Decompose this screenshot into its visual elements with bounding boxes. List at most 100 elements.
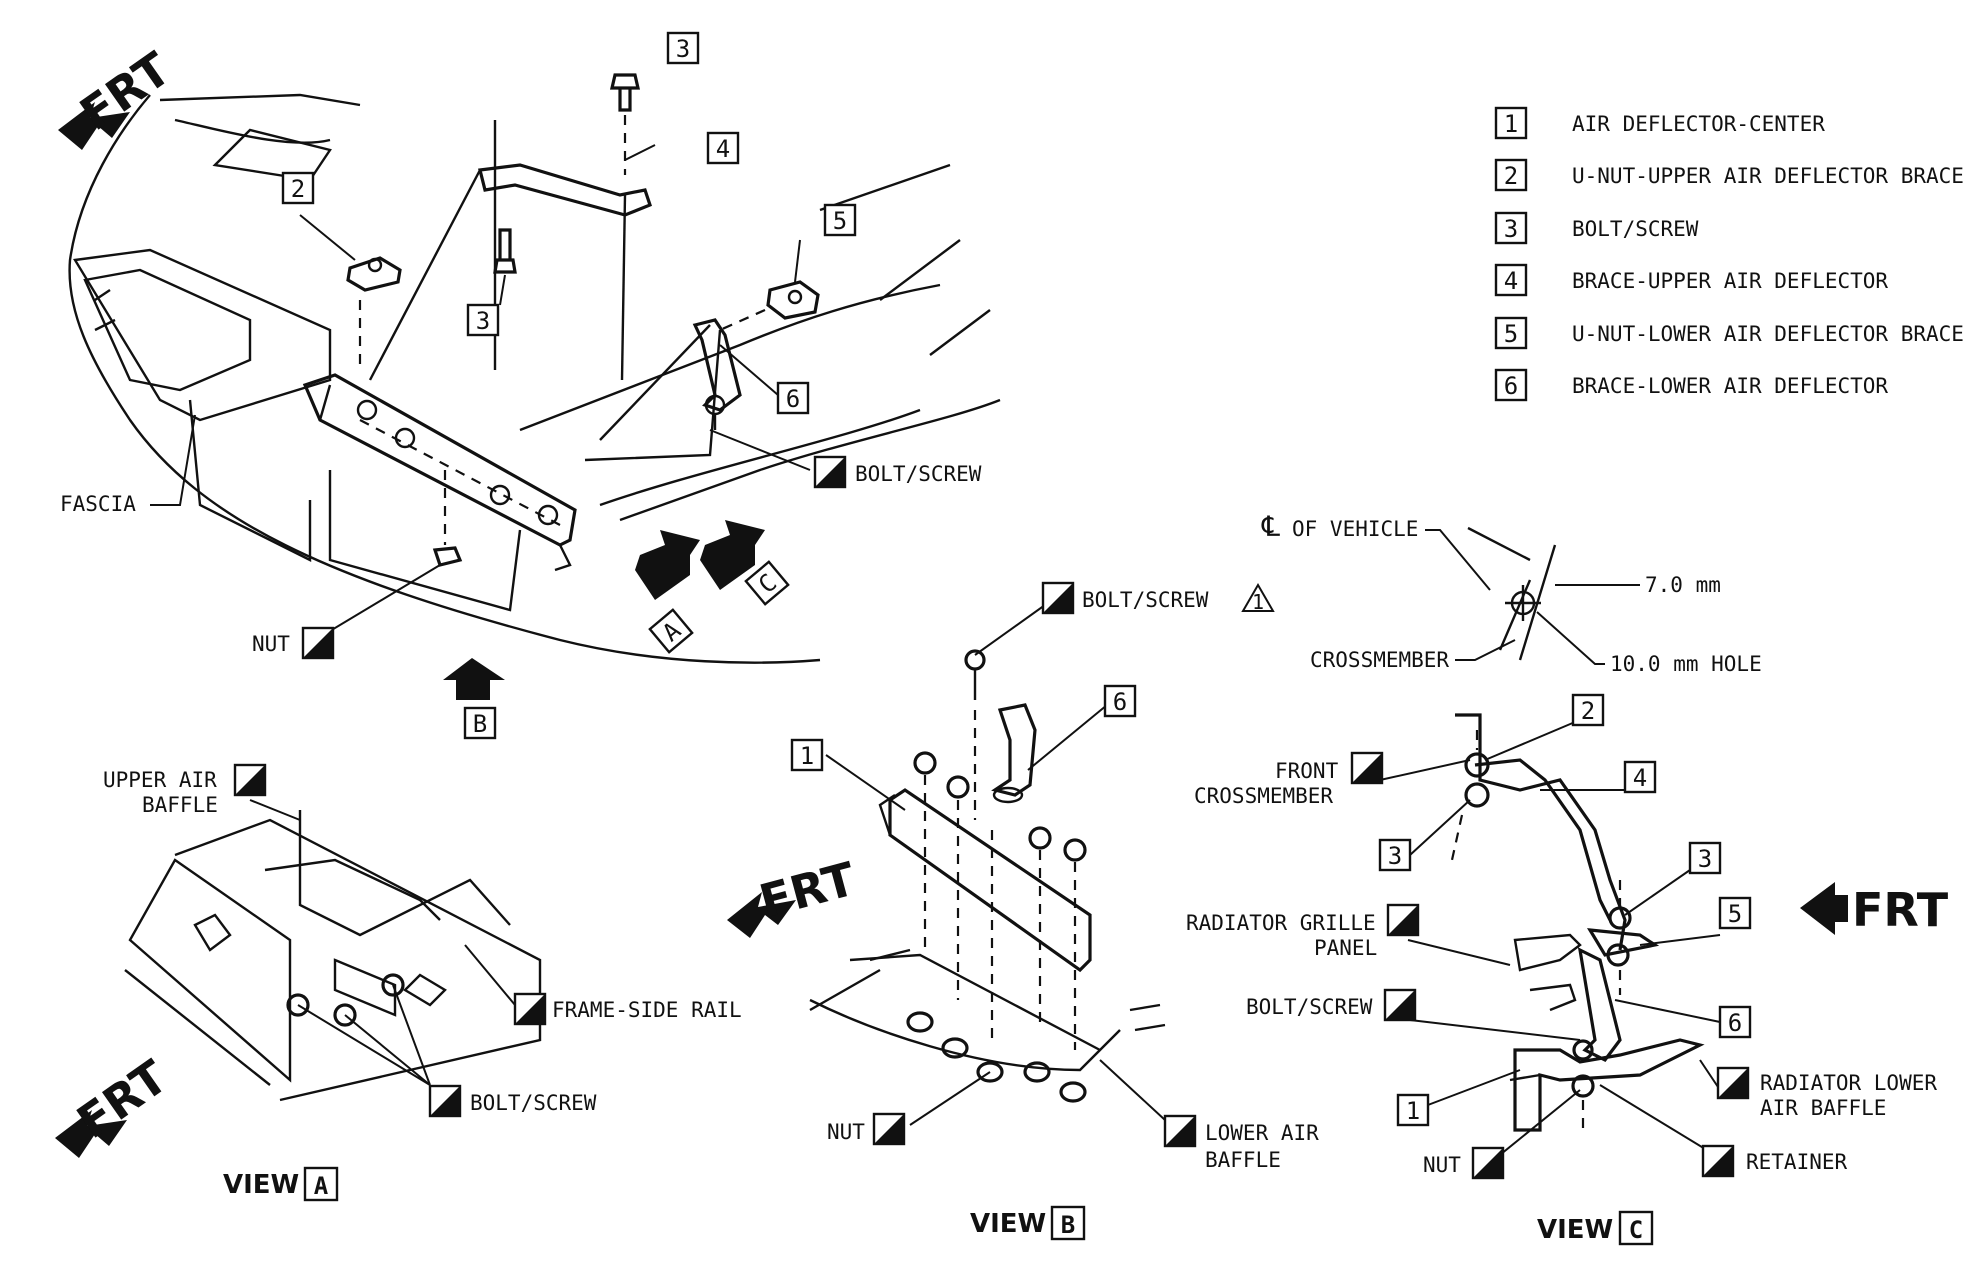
- screw-icon: [946, 775, 970, 799]
- leader-line: [1484, 721, 1576, 761]
- fastener-axes: [1450, 730, 1622, 1130]
- air-deflector-center-bar: [302, 373, 577, 547]
- callout-box: [281, 171, 315, 205]
- screw-icon: [964, 649, 986, 671]
- nut-label-group: NUT: [252, 626, 335, 660]
- note-triangle-icon: [1241, 582, 1275, 612]
- bolt-icon: [1608, 906, 1632, 930]
- callout-box: [466, 303, 500, 337]
- deflector-hole: [489, 484, 511, 506]
- lower-baffle-edge: [849, 953, 1101, 1052]
- callout-box: [706, 131, 740, 165]
- u-nut-stud: [367, 257, 383, 273]
- leader-line: [719, 344, 779, 396]
- view-letter-box: [1050, 1205, 1086, 1241]
- lower-opening-right: [328, 470, 522, 612]
- fascia-label: FASCIA: [60, 492, 136, 516]
- legend-number: 2: [1504, 162, 1518, 190]
- note-number: 1: [1252, 590, 1264, 614]
- crossmember-label: CROSSMEMBER: [1310, 648, 1449, 672]
- bolt-screw-label: BOLT/SCREW: [1246, 995, 1373, 1019]
- hood-vent: [212, 128, 332, 182]
- hole-10mm-label: 10.0 mm HOLE: [1610, 652, 1762, 676]
- callout-box: [1718, 896, 1752, 930]
- leader-line: [299, 214, 356, 261]
- radiator-lower-air-baffle-label: RADIATOR LOWER: [1760, 1071, 1937, 1095]
- callout-number: 6: [1113, 688, 1127, 716]
- hole-crosshair: [1505, 585, 1541, 621]
- torque-symbol-fill: [1385, 990, 1415, 1020]
- screw-icon: [1063, 838, 1087, 862]
- leader-line: [1455, 639, 1516, 661]
- callout-number: 2: [1581, 697, 1595, 725]
- callout-box: [1571, 693, 1605, 727]
- rail-slot: [193, 913, 232, 952]
- callout-number: 3: [1698, 845, 1712, 873]
- leader-line: [314, 564, 441, 641]
- view-arrow-icon: [635, 530, 700, 600]
- screw-set: [913, 649, 1087, 862]
- view-letter-box: [303, 1166, 339, 1202]
- view-letter-box: [463, 706, 497, 740]
- frt-arrow-icon: [1800, 882, 1848, 935]
- view-c-arrow: C: [700, 520, 790, 606]
- nut-label: NUT: [1423, 1153, 1461, 1177]
- front-crossmember-label: FRONT: [1275, 759, 1339, 783]
- torque-symbol-fill: [1388, 905, 1418, 935]
- fastener-axes: [923, 710, 1077, 1050]
- view-caption: VIEW: [970, 1209, 1046, 1239]
- callout-number: 6: [786, 385, 800, 413]
- nut-icon: [941, 1037, 969, 1059]
- view-letter-box: [744, 560, 790, 606]
- torque-symbol-fill: [303, 628, 333, 658]
- callout-number: 2: [291, 175, 305, 203]
- lower-baffle-bracket: [1513, 1038, 1705, 1132]
- legend-number: 6: [1504, 372, 1518, 400]
- legend-number: 4: [1504, 267, 1518, 295]
- torque-symbol-fill: [1703, 1146, 1733, 1176]
- lower-baffle-outline: [809, 998, 1121, 1072]
- view-letter-box: [1618, 1210, 1654, 1246]
- legend-text: BRACE-LOWER AIR DEFLECTOR: [1572, 374, 1888, 398]
- front-direction-arrow: FRT: [55, 1049, 178, 1158]
- leader-line: [1614, 999, 1721, 1023]
- parts-legend: 1 AIR DEFLECTOR-CENTER 2 U-NUT-UPPER AIR…: [1494, 106, 1964, 402]
- frame-side-rail-label: FRAME-SIDE RAIL: [552, 998, 742, 1022]
- torque-symbol-fill: [1043, 583, 1073, 613]
- bolt-icon: [286, 993, 310, 1017]
- leader-line: [1409, 1019, 1581, 1041]
- view-a-arrow: A: [635, 530, 700, 654]
- nut-icon: [432, 546, 463, 567]
- leader-line: [709, 429, 811, 471]
- front-crossmember-label: CROSSMEMBER: [1194, 784, 1333, 808]
- dimension-7mm: 7.0 mm: [1645, 573, 1721, 597]
- torque-symbol-fill: [515, 994, 545, 1024]
- legend-number-box: [1494, 368, 1528, 402]
- callout-number: 1: [1406, 1097, 1420, 1125]
- leader-line: [1639, 934, 1721, 946]
- grille-inner: [83, 268, 252, 392]
- leader-line: [909, 1071, 991, 1126]
- callout-box: [1688, 841, 1722, 875]
- bolt-screw-label: BOLT/SCREW: [855, 462, 982, 486]
- u-nut-axis: [719, 308, 766, 332]
- rail-bracket: [403, 973, 447, 1007]
- leader-line: [464, 944, 516, 1006]
- view-c-detail: ℄ OF VEHICLE 7.0 mm 10.0 mm HOLE CROSSME…: [1186, 510, 1949, 1246]
- callout-box: [823, 203, 857, 237]
- view-caption: VIEW: [223, 1170, 299, 1200]
- grille-panel-lower: [1529, 983, 1577, 1012]
- nut-icon: [1464, 782, 1490, 808]
- legend-item: 1 AIR DEFLECTOR-CENTER: [1494, 106, 1825, 140]
- leader-line: [297, 984, 431, 1086]
- bolt-icon: [381, 973, 405, 997]
- dimension-line: [1467, 526, 1531, 562]
- lower-brace: [991, 703, 1037, 797]
- leader-line: [150, 414, 196, 506]
- callout-number: 3: [476, 307, 490, 335]
- leader-line: [1419, 1069, 1521, 1109]
- torque-symbol-fill: [1165, 1116, 1195, 1146]
- leader-line: [974, 604, 1046, 656]
- centerline-dash: [359, 419, 561, 526]
- legend-text: U-NUT-LOWER AIR DEFLECTOR BRACE: [1572, 322, 1964, 346]
